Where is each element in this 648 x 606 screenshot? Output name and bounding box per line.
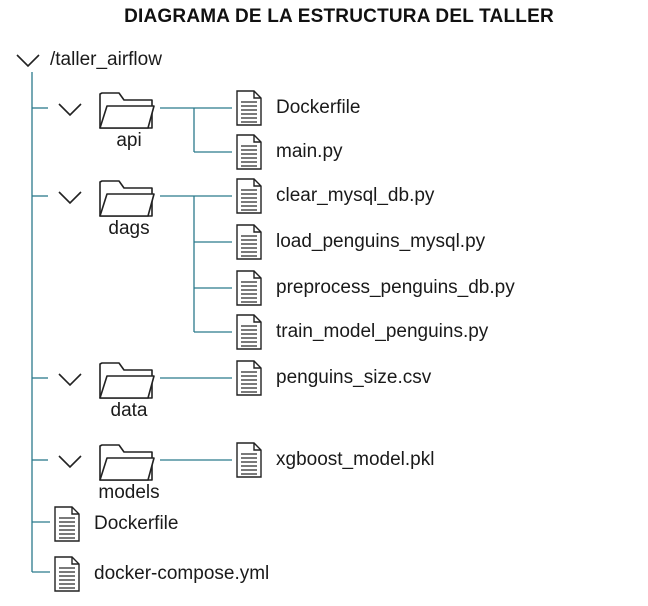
file-item[interactable]: Dockerfile	[54, 504, 178, 544]
chevron-down-icon[interactable]	[14, 51, 42, 69]
file-item[interactable]: preprocess_penguins_db.py	[236, 268, 515, 308]
folder-label: api	[116, 130, 142, 151]
file-item[interactable]: Dockerfile	[236, 88, 360, 128]
file-name: xgboost_model.pkl	[276, 449, 435, 470]
document-icon	[236, 314, 262, 350]
root-folder-row[interactable]: /taller_airflow	[14, 46, 162, 74]
file-item[interactable]: train_model_penguins.py	[236, 312, 488, 352]
document-icon	[236, 90, 262, 126]
document-icon	[54, 506, 80, 542]
chevron-down-icon[interactable]	[56, 188, 84, 206]
chevron-down-icon[interactable]	[56, 452, 84, 470]
file-item[interactable]: xgboost_model.pkl	[236, 440, 434, 480]
folder-icon	[99, 180, 155, 217]
file-item[interactable]: main.py	[236, 132, 343, 172]
file-name: Dockerfile	[276, 97, 361, 118]
document-icon	[236, 224, 262, 260]
document-icon	[236, 270, 262, 306]
file-name: penguins_size.csv	[276, 367, 432, 388]
file-name: clear_mysql_db.py	[276, 185, 435, 206]
file-item[interactable]: load_penguins_mysql.py	[236, 222, 485, 262]
folder-icon	[99, 444, 155, 481]
document-icon	[236, 442, 262, 478]
document-icon	[236, 134, 262, 170]
file-item[interactable]: docker-compose.yml	[54, 554, 269, 594]
folder-label: dags	[108, 218, 150, 239]
diagram-title: DIAGRAMA DE LA ESTRUCTURA DEL TALLER	[124, 6, 554, 27]
folder-icon	[99, 362, 155, 399]
root-folder-label: /taller_airflow	[50, 49, 162, 70]
document-icon	[236, 178, 262, 214]
file-item[interactable]: clear_mysql_db.py	[236, 176, 434, 216]
file-name: docker-compose.yml	[94, 563, 270, 584]
document-icon	[54, 556, 80, 592]
chevron-down-icon[interactable]	[56, 100, 84, 118]
chevron-down-icon[interactable]	[56, 370, 84, 388]
folder-icon	[99, 92, 155, 129]
folder-label: models	[98, 482, 160, 503]
file-name: preprocess_penguins_db.py	[276, 277, 515, 298]
folder-label: data	[110, 400, 148, 421]
file-name: Dockerfile	[94, 513, 179, 534]
file-item[interactable]: penguins_size.csv	[236, 358, 431, 398]
file-name: load_penguins_mysql.py	[276, 231, 486, 252]
file-name: train_model_penguins.py	[276, 321, 489, 342]
document-icon	[236, 360, 262, 396]
file-name: main.py	[276, 141, 343, 162]
